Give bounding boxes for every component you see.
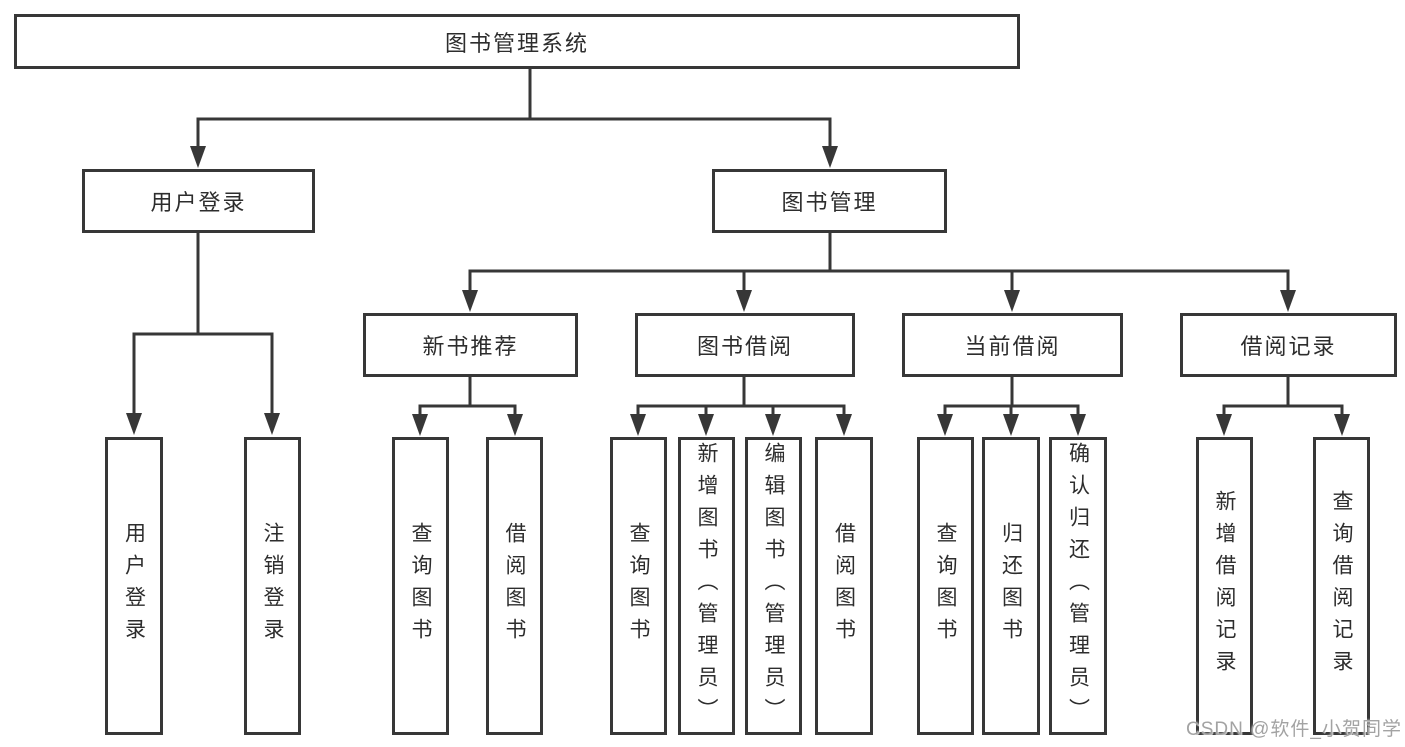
node-user-login-label: 用户登录 xyxy=(150,190,247,215)
arrow-down-icon xyxy=(765,414,781,436)
node-leaf-query-borrow-record: 查询借阅记录 xyxy=(1313,437,1370,735)
arrow-down-icon xyxy=(1280,290,1296,312)
node-current-borrowing: 当前借阅 xyxy=(902,313,1123,377)
arrow-down-icon xyxy=(264,413,280,435)
arrowheads xyxy=(126,146,1350,436)
arrow-down-icon xyxy=(1004,290,1020,312)
node-leaf-add-book-admin: 新增图书（管理员） xyxy=(678,437,735,735)
node-leaf-add-book-admin-label: 新增图书（管理员） xyxy=(695,442,718,730)
node-book-borrowing: 图书借阅 xyxy=(635,313,855,377)
node-book-management-label: 图书管理 xyxy=(781,190,878,215)
node-leaf-query-books-current: 查询图书 xyxy=(917,437,974,735)
arrow-down-icon xyxy=(1003,414,1019,436)
arrow-down-icon xyxy=(126,413,142,435)
arrow-down-icon xyxy=(1070,414,1086,436)
node-leaf-edit-book-admin-label: 编辑图书（管理员） xyxy=(762,442,785,730)
node-leaf-query-books-borrowing-label: 查询图书 xyxy=(627,522,650,650)
node-leaf-return-book: 归还图书 xyxy=(982,437,1040,735)
arrow-down-icon xyxy=(190,146,206,168)
node-leaf-user-login: 用户登录 xyxy=(105,437,163,735)
node-leaf-logout: 注销登录 xyxy=(244,437,301,735)
arrow-down-icon xyxy=(412,414,428,436)
node-leaf-user-login-label: 用户登录 xyxy=(122,522,146,650)
node-current-borrowing-label: 当前借阅 xyxy=(964,334,1061,359)
csdn-watermark: CSDN @软件_小贺同学 xyxy=(1186,719,1402,740)
arrow-down-icon xyxy=(822,146,838,168)
node-book-borrowing-label: 图书借阅 xyxy=(696,334,793,359)
arrow-down-icon xyxy=(736,290,752,312)
arrow-down-icon xyxy=(462,290,478,312)
arrow-down-icon xyxy=(630,414,646,436)
node-leaf-confirm-return-admin: 确认归还（管理员） xyxy=(1049,437,1107,735)
node-leaf-confirm-return-admin-label: 确认归还（管理员） xyxy=(1066,442,1090,730)
node-user-login: 用户登录 xyxy=(82,169,315,233)
node-new-book-recommendation-label: 新书推荐 xyxy=(422,334,519,359)
node-leaf-borrow-books-borrowing-label: 借阅图书 xyxy=(832,522,856,650)
arrow-down-icon xyxy=(836,414,852,436)
node-leaf-query-borrow-record-label: 查询借阅记录 xyxy=(1330,490,1353,682)
node-leaf-borrow-books-recommend-label: 借阅图书 xyxy=(503,522,526,650)
node-leaf-borrow-books-borrowing: 借阅图书 xyxy=(815,437,873,735)
arrow-down-icon xyxy=(698,414,714,436)
arrow-down-icon xyxy=(1216,414,1232,436)
arrow-down-icon xyxy=(937,414,953,436)
node-leaf-logout-label: 注销登录 xyxy=(261,522,284,650)
node-leaf-return-book-label: 归还图书 xyxy=(999,522,1023,650)
node-leaf-add-borrow-record: 新增借阅记录 xyxy=(1196,437,1253,735)
node-borrowing-records-label: 借阅记录 xyxy=(1240,334,1337,359)
node-book-management: 图书管理 xyxy=(712,169,947,233)
node-leaf-query-books-recommend-label: 查询图书 xyxy=(409,522,432,650)
node-borrowing-records: 借阅记录 xyxy=(1180,313,1397,377)
node-leaf-edit-book-admin: 编辑图书（管理员） xyxy=(745,437,802,735)
arrow-down-icon xyxy=(507,414,523,436)
node-leaf-query-books-borrowing: 查询图书 xyxy=(610,437,667,735)
node-root-label: 图书管理系统 xyxy=(444,30,589,56)
node-leaf-borrow-books-recommend: 借阅图书 xyxy=(486,437,543,735)
node-leaf-query-books-current-label: 查询图书 xyxy=(934,522,957,650)
node-root: 图书管理系统 xyxy=(14,14,1020,69)
node-leaf-query-books-recommend: 查询图书 xyxy=(392,437,449,735)
arrow-down-icon xyxy=(1334,414,1350,436)
node-leaf-add-borrow-record-label: 新增借阅记录 xyxy=(1213,490,1236,682)
node-new-book-recommendation: 新书推荐 xyxy=(363,313,578,377)
